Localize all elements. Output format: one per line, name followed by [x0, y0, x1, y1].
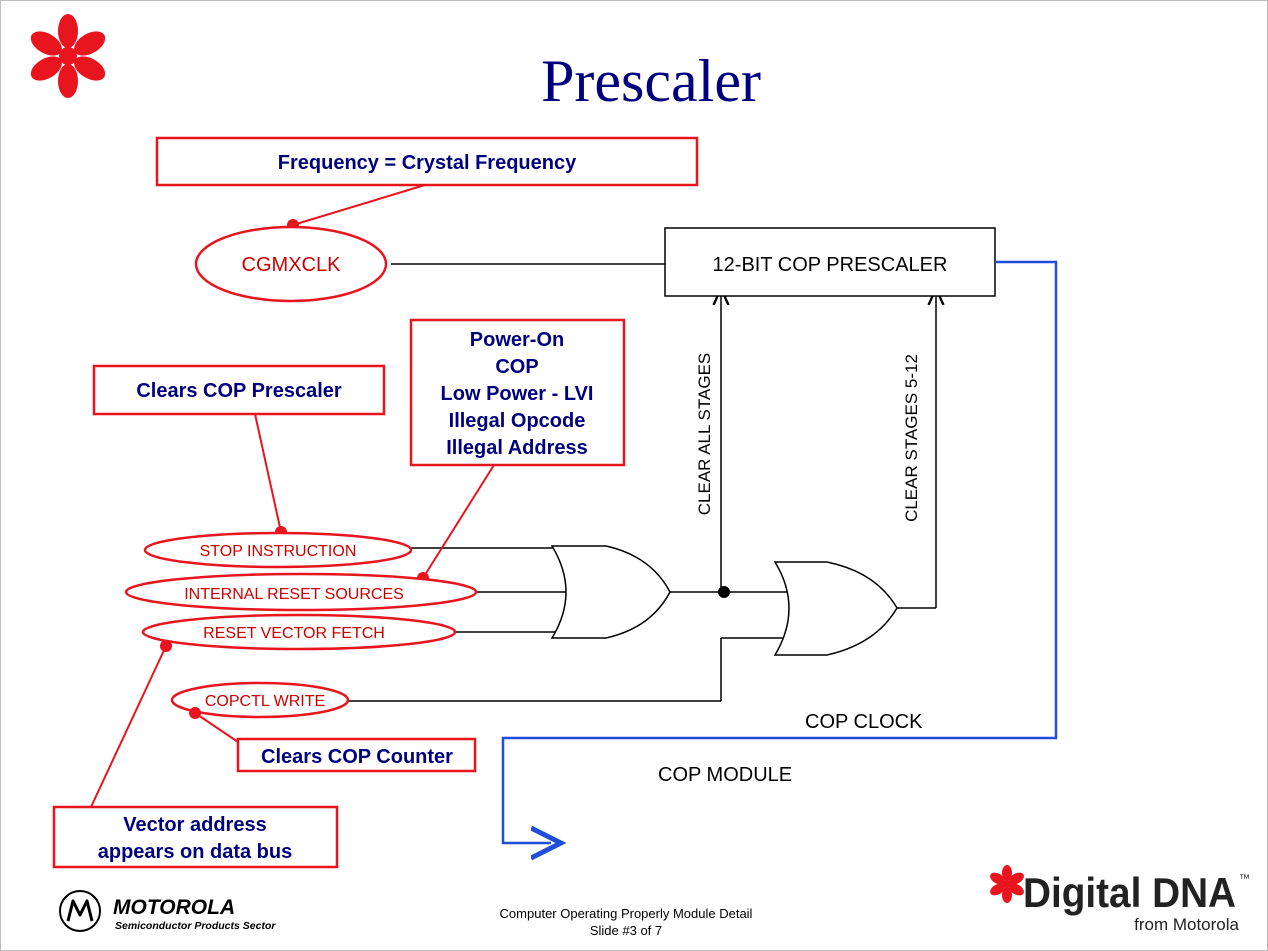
- frequency-callout-text: Frequency = Crystal Frequency: [278, 152, 577, 174]
- cop-module-label: COP MODULE: [658, 764, 792, 786]
- or-gate-1: [550, 545, 671, 639]
- reset-source-item: COP: [495, 356, 538, 378]
- reset-vector-fetch-signal: [141, 613, 457, 651]
- motorola-subtitle: Semiconductor Products Sector: [115, 920, 276, 932]
- flower-logo-icon: [30, 14, 106, 98]
- motorola-wordmark: MOTOROLA: [113, 896, 235, 919]
- reset-source-item: Illegal Address: [446, 437, 588, 459]
- copctl-write-label: COPCTL WRITE: [205, 693, 325, 710]
- reset-sources-callout: [409, 318, 626, 467]
- cgmxclk-label: CGMXCLK: [242, 254, 342, 276]
- cop-clock-line: [501, 260, 1058, 843]
- digital-dna-flower-icon: [990, 865, 1024, 903]
- wiring: [348, 263, 936, 702]
- clears-counter-callout: [236, 737, 477, 773]
- reset-source-item: Power-On: [470, 329, 564, 351]
- cop-clock-label: COP CLOCK: [805, 711, 923, 733]
- vector-address-callout: [52, 805, 339, 869]
- stop-instruction-label: STOP INSTRUCTION: [200, 543, 357, 560]
- reset-vector-fetch-label: RESET VECTOR FETCH: [203, 625, 385, 642]
- clear-all-stages-label: CLEAR ALL STAGES: [695, 353, 714, 516]
- clears-prescaler-callout: [92, 364, 386, 416]
- footer-title: Computer Operating Properly Module Detai…: [500, 906, 753, 921]
- trademark-mark: ™: [1239, 873, 1250, 885]
- clears-counter-text: Clears COP Counter: [261, 746, 453, 768]
- vector-address-line: Vector address: [123, 814, 266, 836]
- vector-address-line: appears on data bus: [98, 841, 293, 863]
- from-motorola-text: from Motorola: [1134, 915, 1239, 934]
- internal-reset-label: INTERNAL RESET SOURCES: [184, 586, 404, 603]
- footer-slide-number: Slide #3 of 7: [590, 923, 662, 938]
- motorola-logo-icon: [59, 890, 101, 932]
- frequency-callout: [155, 136, 699, 187]
- prescaler-label: 12-BIT COP PRESCALER: [713, 254, 948, 276]
- junction-dot: [718, 586, 730, 598]
- stop-instruction-signal: [143, 531, 413, 569]
- slide-title: Prescaler: [541, 48, 761, 114]
- internal-reset-signal: [124, 572, 478, 612]
- cgmxclk-signal: [194, 225, 388, 303]
- clears-prescaler-text: Clears COP Prescaler: [136, 380, 342, 402]
- copctl-write-signal: [170, 681, 350, 719]
- clear-stages-5-12-label: CLEAR STAGES 5-12: [902, 354, 921, 522]
- digital-dna-wordmark: Digital DNA: [1023, 869, 1236, 916]
- or-gate-2: [773, 561, 898, 656]
- reset-source-item: Illegal Opcode: [449, 410, 586, 432]
- reset-source-item: Low Power - LVI: [441, 383, 594, 405]
